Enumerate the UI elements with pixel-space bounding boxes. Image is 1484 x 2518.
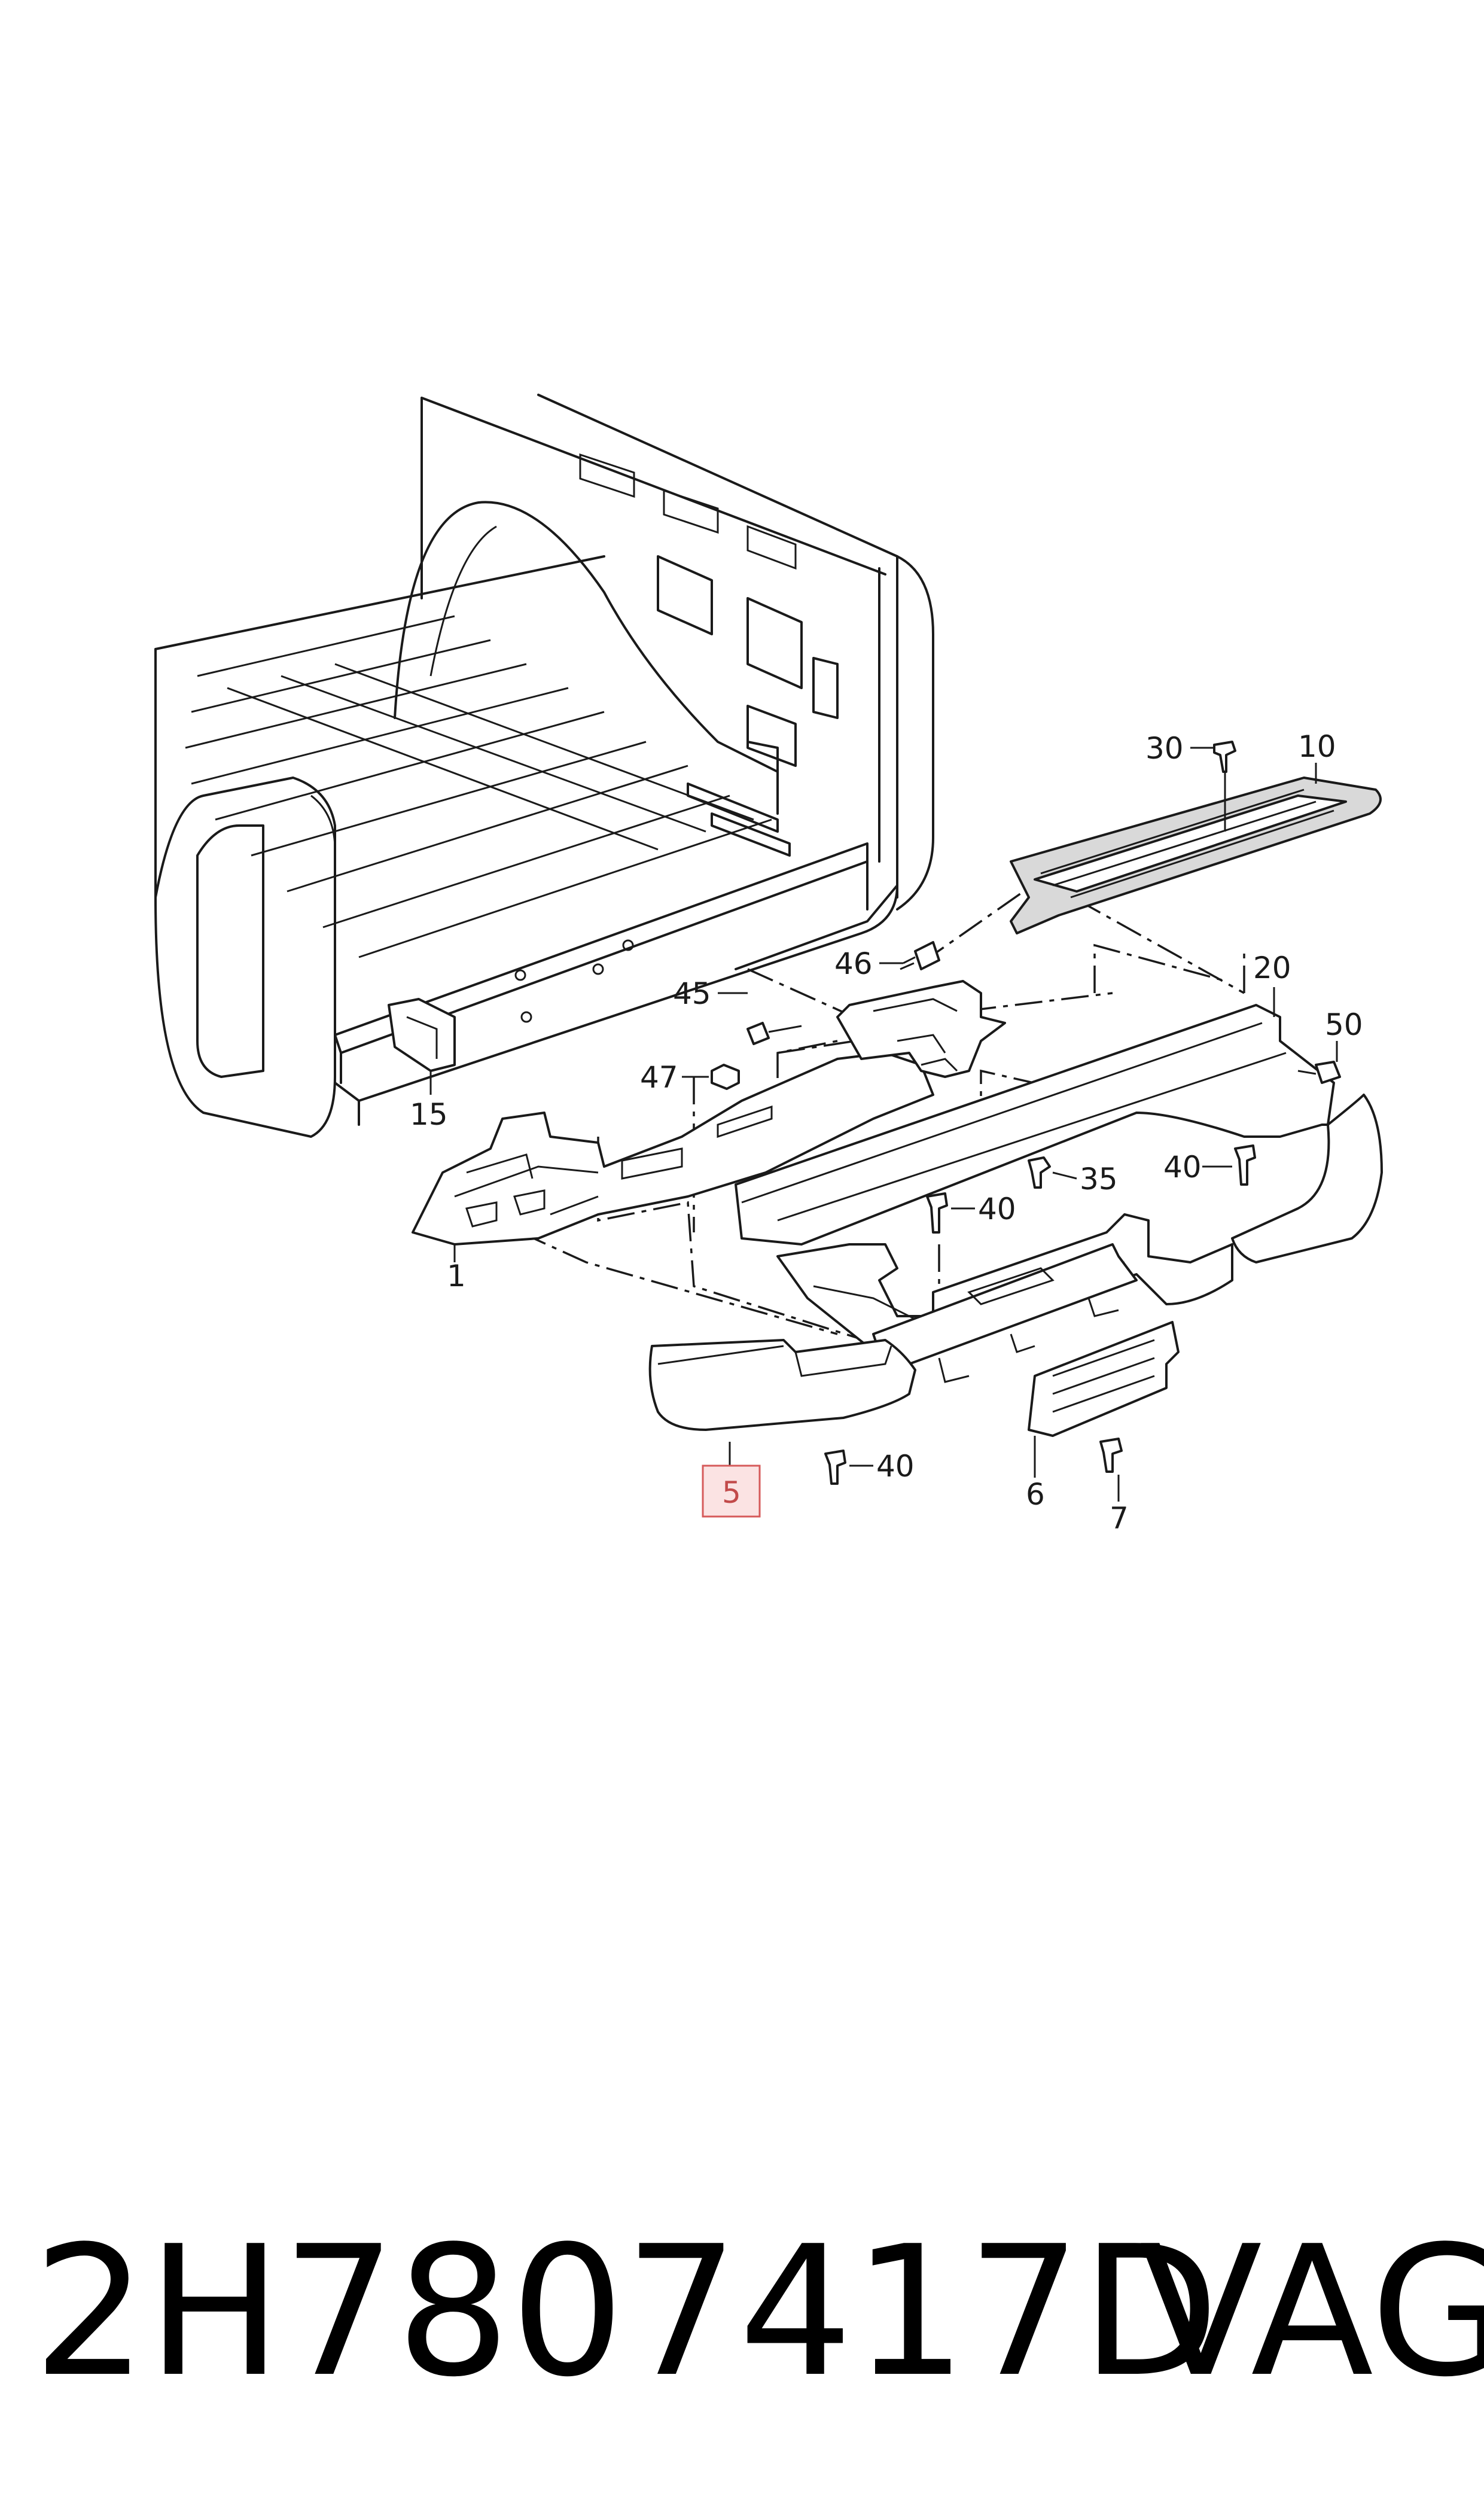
callout-30: 30 (1145, 731, 1184, 766)
bolt-46-icon (914, 941, 940, 970)
callout-7: 7 (1110, 1501, 1129, 1536)
bolt-50-icon (1315, 1061, 1341, 1084)
callout-labels: 30 10 20 50 46 45 47 15 1 40 35 40 40 6 … (410, 729, 1363, 1536)
callout-20: 20 (1253, 951, 1291, 985)
callout-40: 40 (1163, 1150, 1202, 1185)
bumper-bar-part-20 (735, 1004, 1383, 1383)
highlight-box (702, 1464, 761, 1518)
callout-46: 46 (834, 946, 873, 981)
caption-bar: 2H7807417D VAG (0, 2213, 1484, 2411)
truck-bed-illustration (154, 394, 934, 1138)
callout-35: 35 (1080, 1162, 1118, 1196)
clip-35-icon (1028, 1156, 1051, 1189)
nut-47-icon (711, 1064, 740, 1090)
clip-30-icon (1213, 741, 1236, 773)
fasteners (711, 741, 1341, 1485)
mounting-bracket-part-1 (412, 1052, 934, 1246)
screw-7-icon (1099, 1438, 1123, 1473)
bolt-40-icon (926, 1192, 948, 1234)
bolt-40-icon (824, 1450, 846, 1485)
callout-1: 1 (447, 1259, 466, 1293)
callout-40: 40 (978, 1192, 1016, 1226)
brand-label: VAG (1139, 2208, 1484, 2416)
callout-50: 50 (1325, 1007, 1363, 1042)
bolt-45-icon (746, 1022, 770, 1045)
leader-lines (429, 747, 1338, 1502)
bolt-40-icon (1234, 1144, 1256, 1186)
callout-6: 6 (1026, 1477, 1045, 1512)
callout-5-highlighted: 5 (722, 1475, 741, 1510)
plate-bracket-part-6 (1028, 1321, 1180, 1437)
callout-15: 15 (410, 1097, 448, 1132)
callout-40: 40 (876, 1449, 915, 1484)
callout-47: 47 (640, 1060, 678, 1095)
callout-10: 10 (1298, 729, 1336, 764)
upper-bracket (836, 980, 1006, 1078)
left-end-cap-part-5 (648, 1339, 916, 1431)
part-number: 2H7807417D (33, 2208, 1220, 2416)
callout-45: 45 (673, 976, 711, 1011)
step-pad-part-10 (1010, 777, 1382, 934)
bracket-part-15 (388, 998, 456, 1072)
